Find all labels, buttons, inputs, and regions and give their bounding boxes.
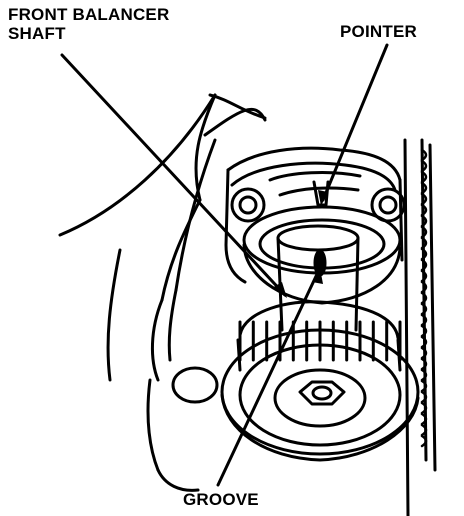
label-groove: GROOVE <box>183 490 259 509</box>
round-boss <box>171 366 219 404</box>
arrowhead-front-balancer-shaft <box>272 282 287 298</box>
leader-arrowheads <box>272 190 328 298</box>
balancer-housing <box>224 146 406 284</box>
label-front-balancer-shaft-line2: SHAFT <box>8 24 66 43</box>
arrowhead-pointer <box>318 190 328 206</box>
leader-lines <box>60 43 389 487</box>
engine-housing-outline <box>58 93 267 492</box>
arrowhead-groove <box>312 268 323 284</box>
label-front-balancer-shaft-line1: FRONT BALANCER <box>8 5 170 24</box>
pulley-center-bolt <box>298 380 346 406</box>
label-pointer: POINTER <box>340 22 417 41</box>
timing-belt <box>403 138 437 516</box>
leader-groove <box>216 270 320 487</box>
leader-front-balancer-shaft <box>60 53 287 297</box>
balancer-pulley <box>220 300 420 462</box>
leader-pointer <box>321 43 389 202</box>
label-front-balancer-shaft: FRONT BALANCER SHAFT <box>8 5 169 43</box>
